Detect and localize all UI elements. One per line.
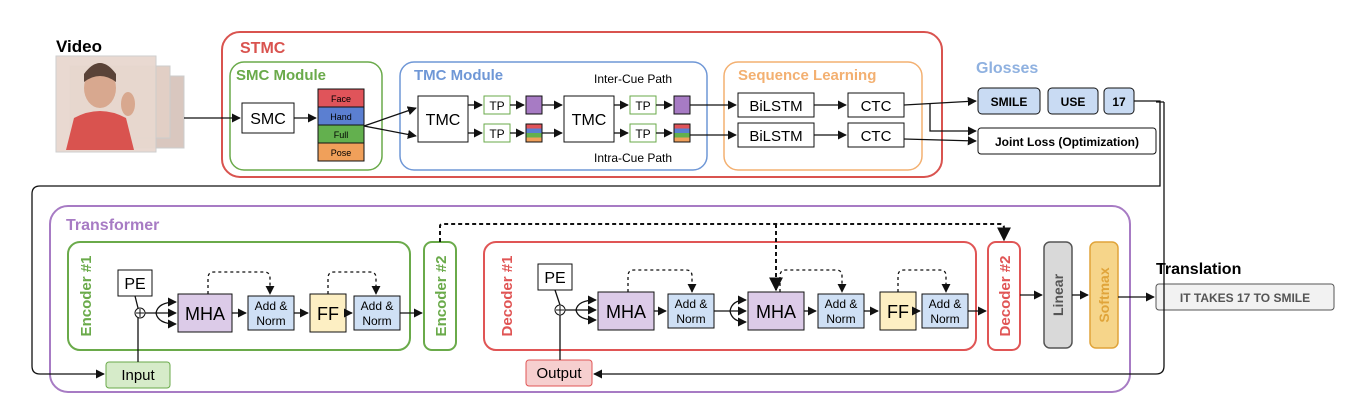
decoder-1-label: Decoder #1: [499, 256, 516, 337]
tmc-module-title: TMC Module: [414, 67, 503, 84]
add-norm-label: Norm: [676, 312, 705, 326]
ctc-label: CTC: [861, 98, 892, 115]
add-norm-label: Add &: [825, 297, 858, 311]
ctc-block: [847, 122, 905, 148]
tp-label: TP: [489, 99, 504, 113]
gloss-item: [977, 87, 1041, 115]
stmc-box: [221, 31, 943, 178]
positional-add-icon: [136, 309, 144, 317]
gloss-item: [1047, 87, 1099, 115]
intra-cue-path-label: Intra-Cue Path: [594, 151, 672, 165]
decoder-2-label: Decoder #2: [997, 256, 1014, 337]
translation-title: Translation: [1156, 261, 1241, 278]
tmc-block-2-label: TMC: [572, 112, 607, 129]
intra-cue-feature: [525, 123, 543, 143]
connector-arrows: [31, 96, 1165, 374]
inter-cue-path-label: Inter-Cue Path: [594, 72, 672, 86]
bilstm-label: BiLSTM: [749, 98, 802, 115]
transformer-title: Transformer: [66, 217, 159, 234]
add-norm-label: Norm: [362, 314, 391, 328]
sequence-learning-title: Sequence Learning: [738, 67, 876, 84]
ctc-label: CTC: [861, 128, 892, 145]
smc-module-box: [229, 61, 383, 171]
cue-hand-label: Hand: [330, 112, 352, 122]
tp-label: TP: [635, 127, 650, 141]
tmc-block-2: [563, 95, 615, 143]
transformer-box: [49, 205, 1131, 393]
add-norm-block: [667, 293, 715, 329]
glosses-title: Glosses: [976, 60, 1038, 77]
translation-box: [1155, 283, 1335, 311]
cue-face-label: Face: [331, 94, 351, 104]
mha-block: [597, 291, 655, 331]
decoder-2-box: [987, 241, 1021, 351]
pe-label: PE: [124, 276, 145, 293]
ctc-block: [847, 92, 905, 118]
joint-loss-label: Joint Loss (Optimization): [995, 135, 1139, 149]
pe-label: PE: [544, 270, 565, 287]
bilstm-label: BiLSTM: [749, 128, 802, 145]
output-label: Output: [536, 365, 582, 382]
smc-block: [241, 102, 295, 134]
add-norm-label: Add &: [361, 299, 394, 313]
add-norm-label: Norm: [256, 314, 285, 328]
mha-label: MHA: [756, 302, 796, 322]
tp-label: TP: [635, 99, 650, 113]
tmc-block-1: [417, 95, 469, 143]
linear-label: Linear: [1050, 273, 1066, 316]
smc-block-label: SMC: [250, 111, 286, 128]
encoder-1-box: [67, 241, 411, 351]
encoder-1-label: Encoder #1: [78, 256, 95, 337]
gloss-item-label: USE: [1061, 95, 1086, 109]
mha-label: MHA: [606, 302, 646, 322]
add-norm-label: Norm: [826, 312, 855, 326]
cue-pose-label: Pose: [331, 148, 352, 158]
gloss-item-label: SMILE: [991, 95, 1028, 109]
tmc-module-box: [399, 61, 708, 171]
bilstm-block: [737, 122, 815, 148]
add-norm-label: Add &: [929, 297, 962, 311]
ff-label: FF: [317, 304, 339, 324]
joint-loss-box: [977, 127, 1157, 155]
add-norm-label: Add &: [675, 297, 708, 311]
inter-cue-feature: [673, 95, 691, 115]
softmax-label: Softmax: [1096, 267, 1112, 322]
sequence-learning-box: [723, 61, 923, 171]
ff-label: FF: [887, 302, 909, 322]
encoder-2-label: Encoder #2: [433, 256, 450, 337]
mha-label: MHA: [185, 304, 225, 324]
tp-label: TP: [489, 127, 504, 141]
add-norm-label: Norm: [930, 312, 959, 326]
stmc-title: STMC: [240, 40, 286, 57]
cue-pose: [317, 142, 365, 162]
mha-block: [747, 291, 805, 331]
inter-cue-feature: [525, 95, 543, 115]
translation-text: IT TAKES 17 TO SMILE: [1180, 291, 1310, 305]
positional-add-icon: [556, 306, 564, 314]
softmax-block: [1089, 241, 1119, 349]
video-label: Video: [56, 37, 102, 56]
cue-full-label: Full: [334, 130, 349, 140]
smc-module-title: SMC Module: [236, 67, 326, 84]
intra-cue-feature: [673, 123, 691, 143]
add-norm-label: Add &: [255, 299, 288, 313]
video-frames: [55, 55, 185, 153]
add-norm-block: [921, 293, 969, 329]
add-norm-block: [353, 295, 401, 331]
gloss-item-label: 17: [1112, 95, 1126, 109]
decoder-1-box: [483, 241, 977, 351]
input-label: Input: [121, 367, 155, 384]
pe-block: [117, 269, 153, 297]
tmc-block-1-label: TMC: [426, 112, 461, 129]
